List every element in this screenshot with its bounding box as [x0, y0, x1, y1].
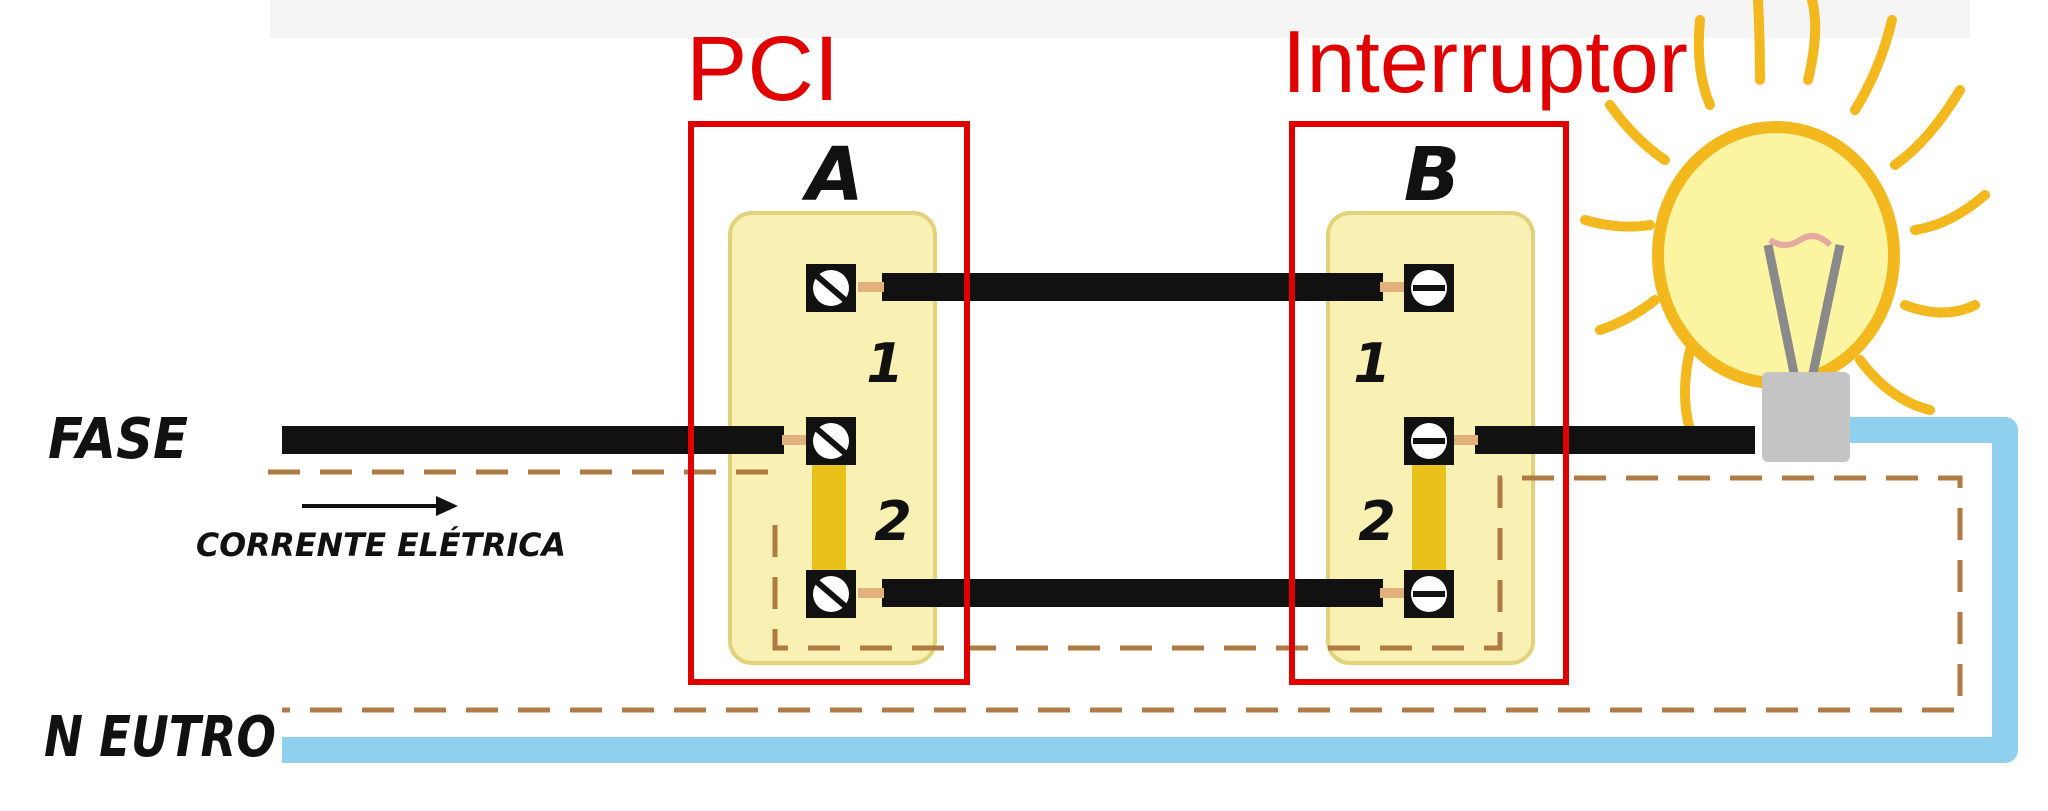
switch-a-bridge: [812, 462, 846, 574]
arrow-right-icon: [302, 496, 458, 516]
pci-highlight-box: [688, 121, 970, 685]
interruptor-label: Interruptor: [1282, 12, 1688, 111]
corrente-eletrica-label: CORRENTE ELÉTRICA: [196, 526, 566, 564]
neutral-wire: [282, 417, 2018, 763]
screw-terminal-icon: [806, 570, 856, 618]
light-bulb-icon: [1580, 0, 1990, 462]
interruptor-highlight-box: [1289, 121, 1569, 685]
bulb-glass: [1652, 121, 1900, 389]
screw-terminal-icon: [1404, 570, 1454, 618]
bulb-filament: [1768, 233, 1833, 248]
screw-terminal-icon: [806, 417, 856, 465]
pci-label: PCI: [686, 18, 839, 120]
screw-terminal-icon: [1404, 417, 1454, 465]
screw-terminal-icon: [806, 264, 856, 312]
top-strip: [270, 0, 1970, 38]
switch-b-bridge: [1412, 462, 1446, 574]
terminal-b2-number: 2: [1358, 490, 1396, 553]
current-path: [268, 469, 1963, 713]
bulb-base: [1762, 372, 1850, 462]
terminal-b1-number: 1: [1353, 332, 1391, 395]
neutro-label: N EUTRO: [44, 705, 276, 770]
terminal-a1-number: 1: [866, 332, 904, 395]
switch-a-letter: A: [801, 132, 863, 218]
bulb-lead-left: [1763, 244, 1800, 379]
bulb-lead-right: [1807, 244, 1845, 379]
fase-label: FASE: [48, 407, 188, 472]
terminal-a2-number: 2: [874, 490, 912, 553]
terminal-leads: [782, 282, 1478, 598]
switch-b-letter: B: [1404, 132, 1460, 218]
screw-terminal-icon: [1404, 264, 1454, 312]
bulb-rays: [1580, 0, 1990, 435]
